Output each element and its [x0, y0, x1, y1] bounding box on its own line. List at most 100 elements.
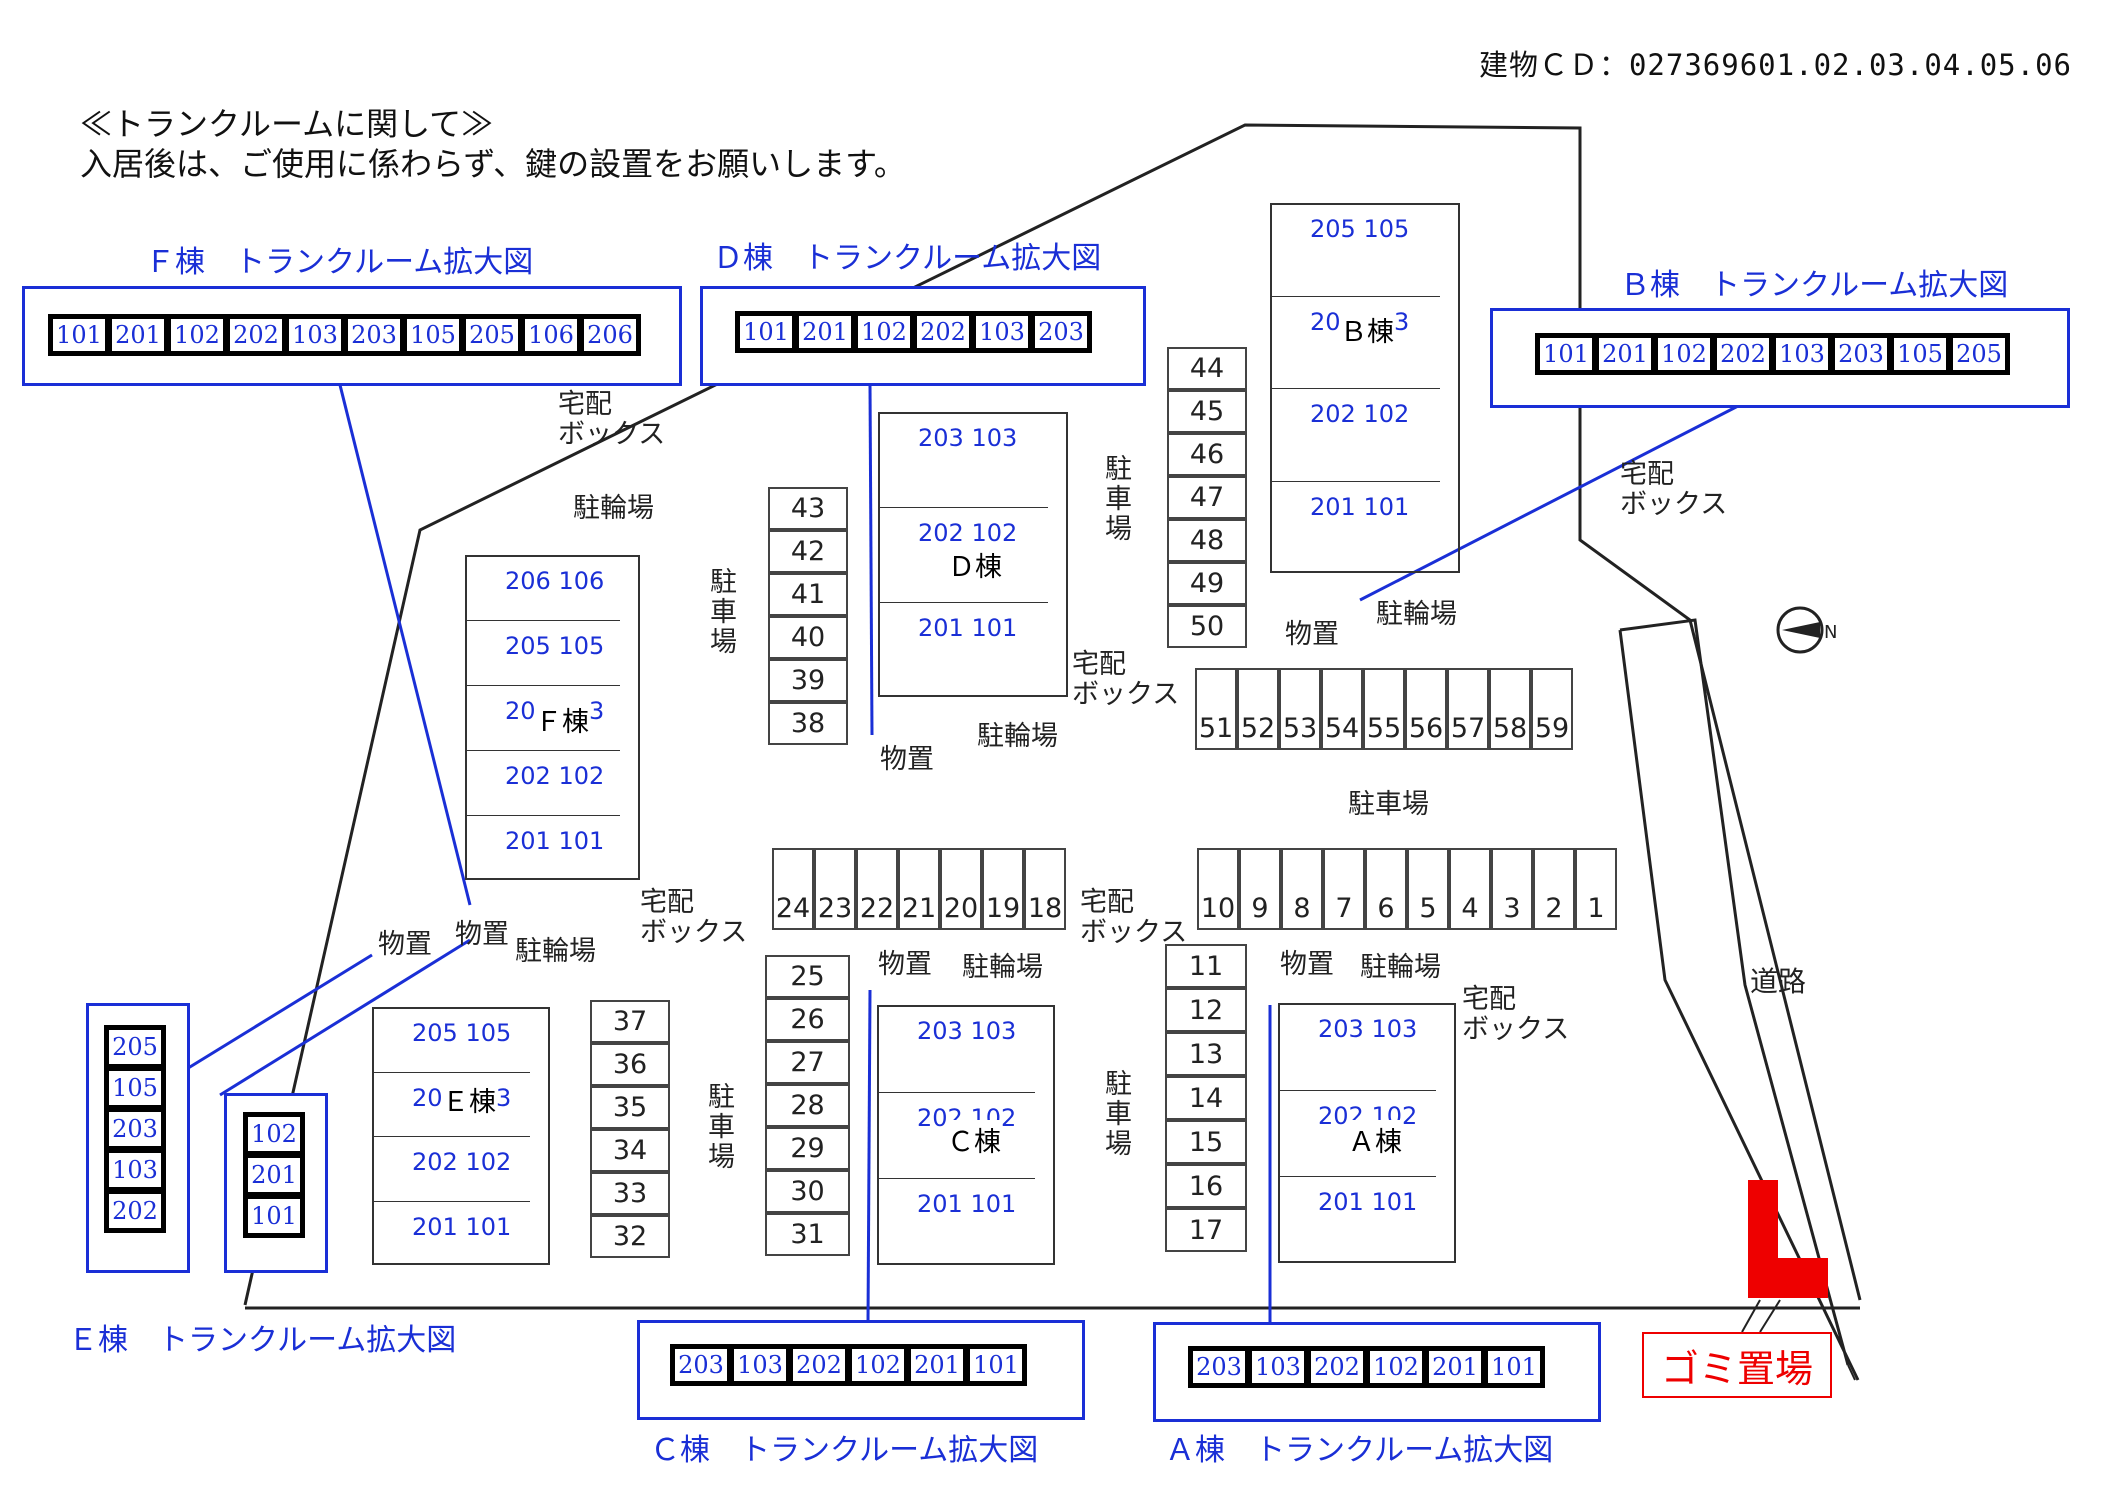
- parking-space: 33: [590, 1172, 670, 1215]
- bike-parking-label: 駐輪場: [977, 721, 1058, 752]
- trunk-cell: 202: [228, 317, 284, 353]
- delivery-box-label: 宅配 ボックス: [1080, 887, 1188, 948]
- building-c: [877, 1005, 1055, 1265]
- garbage-area-label: ゴミ置場: [1642, 1332, 1832, 1398]
- delivery-box-label: 宅配 ボックス: [640, 887, 748, 948]
- zoom-title-a: Ａ棟 トランクルーム拡大図: [1165, 1433, 1554, 1468]
- parking-space: 31: [765, 1213, 850, 1256]
- building-name: Ｆ棟: [535, 700, 589, 739]
- parking-space: 30: [765, 1170, 850, 1213]
- storage-label: 物置: [1280, 949, 1334, 980]
- trunk-cell: 202: [1309, 1349, 1365, 1385]
- unit-numbers: 201 101: [917, 1190, 1017, 1219]
- unit-numbers: 203 103: [917, 1017, 1017, 1045]
- parking-area-label: 駐車場: [1348, 789, 1429, 820]
- unit-numbers: 202 102: [505, 762, 605, 790]
- unit-divider: [465, 685, 620, 686]
- parking-space: 6: [1365, 848, 1407, 930]
- building-code: 建物ＣＤ：027369601.02.03.04.05.06: [1478, 48, 2072, 82]
- trunk-cell: 102: [1368, 1349, 1424, 1385]
- parking-label: 駐 車 場: [710, 567, 737, 658]
- trunk-cell: 102: [856, 314, 912, 350]
- parking-space: 48: [1167, 519, 1247, 562]
- building-name: Ｅ棟: [442, 1080, 496, 1119]
- delivery-box-label: 宅配 ボックス: [558, 389, 666, 450]
- parking-space: 39: [768, 659, 848, 702]
- parking-space: 17: [1165, 1208, 1247, 1252]
- building-name: Ｃ棟: [947, 1120, 1001, 1159]
- parking-space: 21: [898, 848, 940, 930]
- storage-label: 物置: [378, 929, 432, 960]
- trunk-cell: 202: [107, 1192, 163, 1230]
- parking-space: 29: [765, 1127, 850, 1170]
- parking-space: 24: [772, 848, 814, 930]
- parking-space: 43: [768, 487, 848, 530]
- unit-numbers: 201 101: [412, 1212, 512, 1241]
- parking-space: 59: [1531, 668, 1573, 750]
- parking-space: 15: [1165, 1120, 1247, 1164]
- parking-space: 50: [1167, 605, 1247, 648]
- unit-divider: [465, 620, 620, 621]
- parking-space: 46: [1167, 433, 1247, 476]
- trunk-cell: 101: [738, 314, 794, 350]
- unit-divider: [877, 1178, 1035, 1180]
- trunk-cell: 102: [246, 1115, 302, 1153]
- trunk-cell: 203: [107, 1110, 163, 1148]
- unit-divider: [372, 1136, 530, 1137]
- unit-numbers: 205 105: [505, 632, 605, 660]
- bike-parking-label: 駐輪場: [515, 936, 596, 967]
- trunk-cell: 201: [909, 1347, 965, 1383]
- parking-space: 51: [1195, 668, 1237, 750]
- parking-space: 28: [765, 1084, 850, 1127]
- building-f: [465, 555, 640, 880]
- parking-space: 7: [1323, 848, 1365, 930]
- trunk-cell: 101: [246, 1197, 302, 1235]
- parking-space: 49: [1167, 562, 1247, 605]
- trunk-cell: 103: [287, 317, 343, 353]
- unit-divider: [877, 1091, 1035, 1093]
- parking-space: 14: [1165, 1076, 1247, 1120]
- parking-space: 26: [765, 998, 850, 1041]
- unit-numbers: 201 101: [505, 827, 605, 855]
- parking-space: 52: [1237, 668, 1279, 750]
- parking-space: 22: [856, 848, 898, 930]
- unit-divider: [1270, 480, 1440, 482]
- trunk-cell: 102: [1656, 336, 1712, 372]
- unit-divider: [1270, 388, 1440, 389]
- unit-divider: [372, 1200, 530, 1202]
- notice-title: ≪トランクルームに関して≫: [80, 105, 494, 143]
- trunk-cell: 201: [1597, 336, 1653, 372]
- parking-space: 40: [768, 616, 848, 659]
- parking-space: 37: [590, 1000, 670, 1043]
- parking-space: 13: [1165, 1032, 1247, 1076]
- unit-divider: [372, 1071, 530, 1073]
- building-d: [878, 412, 1068, 697]
- parking-label: 駐 車 場: [708, 1082, 735, 1173]
- trunk-cell: 101: [968, 1347, 1024, 1383]
- unit-numbers: 202 102: [412, 1148, 512, 1176]
- building-a: [1278, 1003, 1456, 1263]
- trunk-cell: 101: [1538, 336, 1594, 372]
- trunk-cell: 201: [110, 317, 166, 353]
- trunk-cell: 205: [464, 317, 520, 353]
- parking-space: 38: [768, 702, 848, 745]
- unit-divider: [465, 815, 620, 816]
- trunk-cell: 202: [915, 314, 971, 350]
- trunk-cell: 201: [246, 1156, 302, 1194]
- road-label: 道路: [1750, 965, 1807, 998]
- trunk-cell: 203: [673, 1347, 729, 1383]
- parking-space: 32: [590, 1215, 670, 1258]
- zoom-title-e: Ｅ棟 トランクルーム拡大図: [68, 1323, 457, 1358]
- parking-space: 11: [1165, 944, 1247, 988]
- parking-space: 53: [1279, 668, 1321, 750]
- zoom-title-d: Ｄ棟 トランクルーム拡大図: [713, 241, 1102, 276]
- parking-space: 36: [590, 1043, 670, 1086]
- unit-numbers: 202 102: [918, 519, 1018, 547]
- bike-parking-label: 駐輪場: [962, 952, 1043, 983]
- trunk-room-notice: ≪トランクルームに関して≫ 入居後は、ご使用に係わらず、鍵の設置をお願いします。: [80, 104, 906, 184]
- parking-space: 41: [768, 573, 848, 616]
- trunk-cell: 205: [107, 1028, 163, 1066]
